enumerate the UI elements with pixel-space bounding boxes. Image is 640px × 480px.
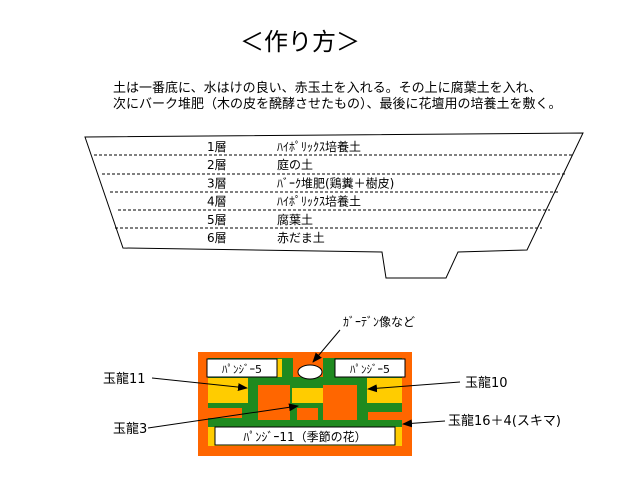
gyokuryu-10-label: 玉龍10	[465, 375, 508, 391]
pansy-right-label: ﾊﾟﾝｼﾞｰ5	[350, 363, 390, 376]
layer-material: ﾊﾞｰｸ堆肥(鶏糞＋樹皮)	[277, 175, 394, 190]
pansy-bottom-label: ﾊﾟﾝｼﾞｰ11（季節の花）	[243, 429, 366, 444]
statue-label: ｶﾞｰﾃﾞﾝ像など	[343, 315, 415, 329]
statue-marker	[297, 364, 323, 380]
garden-plan: ﾊﾟﾝｼﾞｰ5 ﾊﾟﾝｼﾞｰ5 ﾊﾟﾝｼﾞｰ11（季節の花） ｶﾞｰﾃﾞﾝ像など…	[103, 315, 561, 456]
layer-number: 3層	[207, 176, 227, 190]
pot-cross-section: 1層 ﾊｲﾎﾟﾘｯｸｽ培養土 2層 庭の土 3層 ﾊﾞｰｸ堆肥(鶏糞＋樹皮) 4層 ﾊｲﾎﾟﾘ…	[84, 132, 584, 279]
layer-material: ﾊｲﾎﾟﾘｯｸｽ培養土	[277, 139, 361, 154]
layer-number: 6層	[207, 231, 227, 245]
gyokuryu-11-label: 玉龍11	[103, 371, 146, 387]
layer-material: 庭の土	[277, 157, 313, 172]
page-title: ＜作り方＞	[240, 28, 360, 56]
layer-dividers	[94, 154, 574, 229]
description-line-2: 次にバーク堆肥（木の皮を醗酵させたもの）、最後に花壇用の培養土を敷く。	[113, 96, 562, 112]
gyokuryu-16-label: 玉龍16＋4(スキマ)	[448, 413, 561, 429]
layer-number: 5層	[207, 213, 227, 227]
layer-number: 4層	[207, 195, 227, 209]
layer-material: 腐葉土	[277, 212, 313, 227]
layer-number: 1層	[207, 140, 227, 154]
layer-material: 赤だま土	[277, 231, 325, 245]
pansy-left-label: ﾊﾟﾝｼﾞｰ5	[222, 363, 262, 376]
description-line-1: 土は一番底に、水はけの良い、赤玉土を入れる。その上に腐葉土を入れ、	[113, 80, 542, 96]
layer-number: 2層	[207, 158, 227, 172]
layer-material: ﾊｲﾎﾟﾘｯｸｽ培養土	[277, 194, 361, 209]
gyokuryu-3-label: 玉龍3	[113, 421, 147, 437]
